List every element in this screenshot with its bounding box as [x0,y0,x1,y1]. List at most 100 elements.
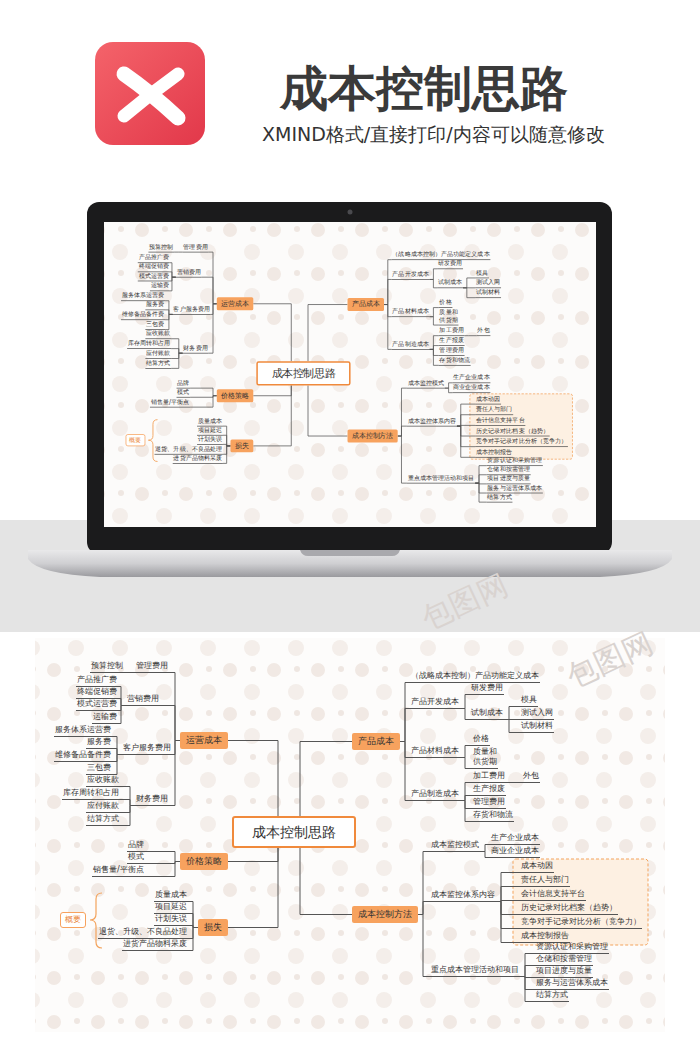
branch-line [475,483,486,502]
topic-text: 质量和供货期 [439,309,457,324]
central-topic: 成本控制思路 [232,816,356,848]
branch-line [228,741,278,817]
subtopic: 服务体系运营费 [121,292,165,301]
branch-line [430,346,439,350]
subtopic: 会计信息支持平台 [520,889,586,901]
subtopic: 模式运营费 [138,272,170,281]
branch-line [118,699,126,706]
branch-line [398,436,407,483]
logo-mark [124,74,178,118]
topic-text: 研发费用 [438,260,462,268]
summary-box: 概要 [126,434,146,446]
topic-text: 模式运营费 [77,699,117,709]
subtopic: 生产报废 [439,337,465,346]
subtopic: 价格 [439,299,453,308]
topic-text: 资源认证和采购管理 [487,457,542,465]
topic-text: 成本控制报告 [476,449,512,457]
topic-text: 维修备品备件费 [55,750,111,760]
topic-text: 模式 [128,852,144,862]
subtopic: 项目进度与质量 [487,475,531,484]
subtopic: 责任人与部门 [475,406,513,415]
subtopic: 产品材料成本 [392,308,430,317]
topic-text: 库存周转和占用 [128,340,171,348]
topic-text: 库存周转和占用 [63,788,119,798]
subtopic: 库存周转和占用 [62,788,120,800]
subtopic: 产品制造成本 [392,341,430,350]
subtopic: 资源认证和采购管理 [487,457,543,466]
topic-text: 服务费 [87,737,111,747]
topic-text: 会计信息支持平台 [521,889,585,899]
subtopic: 竞争对手记录对比分析（竞争力） [520,917,642,929]
branch-line [253,385,291,395]
branch-line [418,915,430,977]
subtopic: 三包费 [145,321,165,330]
branch-line [430,279,438,287]
subtopic: 结算方式 [86,814,120,826]
branch-line [188,914,198,928]
subtopic: 成本动因 [520,861,554,873]
subtopic: 价格 [472,734,490,746]
subtopic: 项目进度与质量 [535,966,593,978]
topic-text: 销售量/平衡点 [93,865,144,875]
topic-text: 预算控制 [91,661,123,671]
boundary-box [513,859,648,945]
topic-text: 试制材料 [476,289,500,297]
topic-text: 预算控制 [149,243,173,251]
branch-line [504,707,520,720]
subtopic: 退货、升级、不良品处理 [98,927,188,939]
branch-line [430,349,439,355]
branch-line [460,758,472,769]
branch-line [520,954,535,977]
subtopic: 测试入网 [475,279,501,288]
branch-line [496,887,520,902]
laptop-bezel [87,202,612,554]
subtopic: 预算控制 [148,243,174,252]
branch-line [430,317,439,325]
subtopic: 试制材料 [475,289,501,298]
topic-text: 会计信息支持平台 [476,417,525,425]
branch-line [112,749,122,755]
subtopic: 历史记录对比档案（趋势） [475,427,549,436]
topic-text: 重点成本管理活动和项目 [431,965,519,975]
branch-line [445,388,453,393]
topic-text: 计划失误 [198,436,222,444]
page-caption: XMIND格式/直接打印/内容可以随意修改 [262,122,605,146]
subtopic: 进货产品物料呆废 [173,455,223,464]
summary-box: 概要 [60,912,86,928]
subtopic: 管理费用 [183,243,209,252]
branch-line [112,737,122,755]
topic-text: 产品成本 [352,300,379,308]
topic-text: 运输费 [93,712,117,722]
branch-line [475,483,486,493]
topic-text: 项目延迟 [198,427,222,435]
topic-text: 竞争对手记录对比分析（竞争力） [476,438,567,446]
subtopic: 生产报废 [472,784,506,796]
topic-text: 加工费用 [439,327,463,335]
topic-text: 服务体系运营费 [55,725,111,735]
topic-text: 进货产品物料呆废 [123,939,187,949]
topic-text: 财务费用 [136,794,168,804]
subtopic: 测试入网 [520,708,554,720]
topic-text: 成本监控模式 [408,379,444,387]
subtopic: 服务费 [145,301,165,310]
branch-line [475,466,486,483]
main-topic: 成本控制方法 [348,429,398,442]
topic-text: 产品制造成本 [411,789,459,799]
topic-text: 产品开发成本 [411,697,459,707]
branch-line [171,339,182,353]
topic-text: 运输费 [151,282,169,290]
topic-text: 价格 [473,734,489,744]
subtopic: 应付账款 [86,801,120,813]
topic-text: 概要 [129,436,141,444]
topic-text: 成本动因 [476,395,500,403]
topic-text: 应收账款 [146,330,170,338]
subtopic: 客户服务费用 [173,306,211,315]
topic-text: 产品开发成本 [392,271,428,279]
topic-text: 管理费用 [136,661,168,671]
subtopic: 会计信息支持平台 [475,417,525,426]
subtopic: 历史记录对比档案（趋势） [520,903,618,915]
subtopic: 应付账款 [145,350,171,359]
topic-text: 成本控制思路 [272,366,336,380]
topic-text: 终端促销费 [139,263,169,271]
